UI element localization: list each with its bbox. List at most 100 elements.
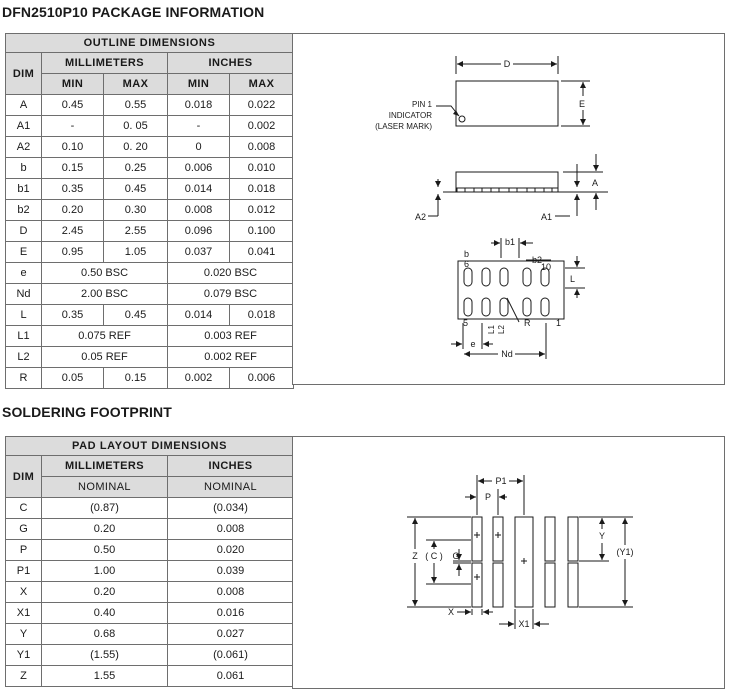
label-Nd: Nd	[501, 349, 513, 359]
side-terminal	[543, 187, 553, 193]
label-1: 1	[556, 318, 561, 328]
in-min-cell: 0.014	[167, 304, 230, 326]
mm-value-cell: 0.075 REF	[41, 325, 168, 347]
label-b: b	[464, 249, 469, 259]
mm-value-cell: 2.00 BSC	[41, 283, 168, 305]
mm-nominal-cell: 0.40	[41, 602, 168, 624]
bottom-pad	[463, 297, 473, 317]
fp-label-G: G	[452, 551, 459, 561]
in-nominal-cell: 0.039	[166, 560, 295, 582]
bottom-pad	[481, 267, 491, 287]
in-nominal-cell: 0.020	[166, 539, 295, 561]
mm-value-cell: 0.50 BSC	[41, 262, 168, 284]
in-min-cell: 0.002	[167, 367, 230, 389]
in-max-cell: 0.006	[229, 367, 294, 389]
mm-max-cell: 1.05	[103, 241, 168, 263]
mm-min-cell: 0.05	[41, 367, 104, 389]
fp-label-P: P	[485, 492, 491, 502]
mm-nominal-cell: 0.68	[41, 623, 168, 645]
fp-label-Y: Y	[599, 531, 605, 541]
label-L1: L1	[487, 325, 496, 334]
in-min-cell: 0.096	[167, 220, 230, 242]
in-max-cell: 0.010	[229, 157, 294, 179]
mm-max-cell: 0.55	[103, 94, 168, 116]
dim-cell: D	[5, 220, 42, 242]
dim-cell: L1	[5, 325, 42, 347]
table-row: Y1(1.55)(0.061)	[5, 644, 295, 666]
fp-label-X: X	[448, 607, 454, 617]
dim-cell: A1	[5, 115, 42, 137]
pin1-label-3: (LASER MARK)	[375, 122, 432, 131]
dim-cell: Y	[5, 623, 42, 645]
label-D: D	[504, 59, 511, 69]
pad-2	[471, 562, 483, 608]
fp-label-X1: X1	[518, 619, 529, 629]
dim-cell: G	[5, 518, 42, 540]
label-R: R	[524, 318, 531, 328]
in-value-cell: 0.002 REF	[167, 346, 294, 368]
in-nominal-cell: 0.008	[166, 581, 295, 603]
dim-cell: e	[5, 262, 42, 284]
outline-dimensions-table: OUTLINE DIMENSIONS DIM MILLIMETERS INCHE…	[5, 33, 294, 389]
pad-1	[471, 516, 483, 562]
label-A2: A2	[415, 212, 426, 222]
dim-cell: P	[5, 539, 42, 561]
in-max-cell: 0.022	[229, 94, 294, 116]
bottom-pad	[499, 267, 509, 287]
pad-mm-header: MILLIMETERS	[41, 455, 168, 477]
mm-min-header: MIN	[41, 73, 104, 95]
label-L2: L2	[497, 325, 506, 334]
pin1-label-1: PIN 1	[412, 100, 433, 109]
mm-max-header: MAX	[103, 73, 168, 95]
bottom-pad	[481, 297, 491, 317]
label-b2: b2	[532, 255, 542, 265]
label-A1: A1	[541, 212, 552, 222]
footprint-drawing: P1 P Z ( C ) G Y (Y1) X X1	[407, 475, 634, 629]
mm-nominal-cell: (1.55)	[41, 644, 168, 666]
bottom-pad	[463, 267, 473, 287]
mm-max-cell: 0.25	[103, 157, 168, 179]
in-nominal-cell: (0.034)	[166, 497, 295, 519]
mm-max-cell: 0.45	[103, 178, 168, 200]
bottom-pad	[499, 297, 509, 317]
in-value-cell: 0.003 REF	[167, 325, 294, 347]
in-max-cell: 0.012	[229, 199, 294, 221]
pad-5	[544, 516, 556, 562]
pad-3	[492, 516, 504, 562]
dim-cell: A	[5, 94, 42, 116]
bottom-pad	[540, 297, 550, 317]
pad-6	[544, 562, 556, 608]
label-6: 6	[464, 259, 469, 269]
pad-mm-nominal: NOMINAL	[41, 476, 168, 498]
in-max-cell: 0.002	[229, 115, 294, 137]
in-min-cell: 0.014	[167, 178, 230, 200]
dim-cell: Y1	[5, 644, 42, 666]
outline-header: OUTLINE DIMENSIONS	[5, 33, 294, 53]
side-terminal	[490, 187, 500, 193]
in-max-cell: 0.041	[229, 241, 294, 263]
in-max-cell: 0.008	[229, 136, 294, 158]
label-e: e	[470, 339, 475, 349]
mm-nominal-cell: (0.87)	[41, 497, 168, 519]
dim-cell: b1	[5, 178, 42, 200]
label-A: A	[592, 178, 598, 188]
in-min-cell: 0.006	[167, 157, 230, 179]
in-nominal-cell: (0.061)	[166, 644, 295, 666]
in-max-cell: 0.018	[229, 178, 294, 200]
in-value-cell: 0.020 BSC	[167, 262, 294, 284]
label-E: E	[579, 99, 585, 109]
bottom-pad	[540, 267, 550, 287]
mm-min-cell: 0.95	[41, 241, 104, 263]
table-row: C(0.87)(0.034)	[5, 497, 295, 519]
